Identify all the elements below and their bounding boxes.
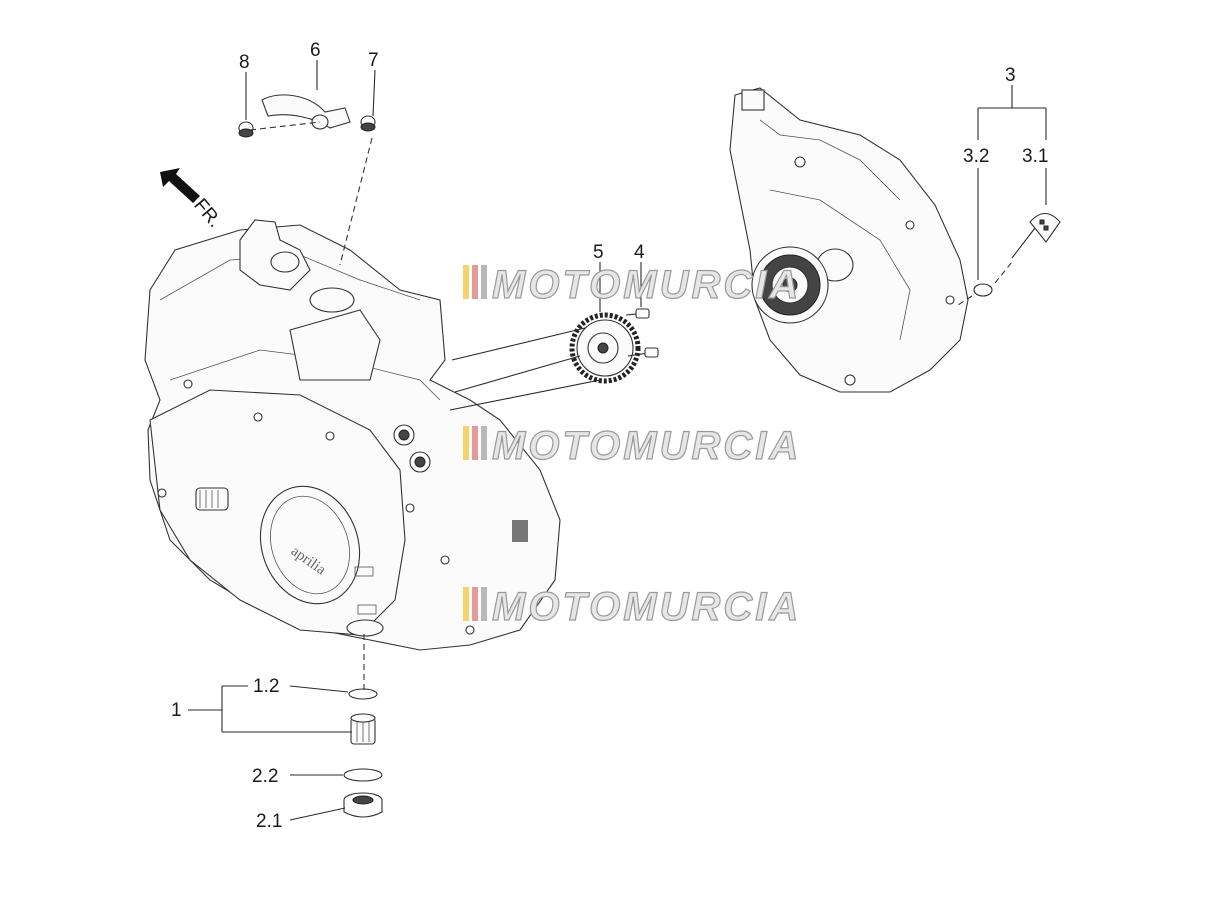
callout-8: 8 <box>239 52 250 73</box>
watermark-text-top: MOTOMURCIA <box>492 263 801 307</box>
watermark-stripe <box>463 587 469 621</box>
callout-6: 6 <box>310 40 321 61</box>
watermark-stripe <box>472 587 478 621</box>
callout-1: 1 <box>171 700 182 721</box>
callout-1-2: 1.2 <box>253 676 279 697</box>
filter-o-ring <box>348 688 378 700</box>
oil-hose <box>261 94 351 130</box>
watermark-text-bottom: MOTOMURCIA <box>492 585 801 629</box>
callout-4: 4 <box>634 242 645 263</box>
drain-plug <box>343 792 383 818</box>
assembly-line-upper <box>451 327 586 361</box>
plug-o-ring <box>343 768 383 782</box>
oil-dipstick <box>1011 212 1061 259</box>
dipstick-dash-engine <box>957 295 973 306</box>
hose-dash-left <box>249 121 321 131</box>
stator <box>751 246 829 324</box>
watermark-stripe <box>463 426 469 460</box>
callout-5: 5 <box>593 242 604 263</box>
watermark-stripe <box>472 426 478 460</box>
crankcase-half <box>729 87 969 393</box>
watermark-stripe <box>472 265 478 299</box>
pump-screw-lower <box>627 347 659 358</box>
watermark-top: MOTOMURCIA <box>463 262 801 308</box>
oil-filter-screen <box>350 713 376 745</box>
callout-3-1: 3.1 <box>1022 146 1048 167</box>
watermark-text-middle: MOTOMURCIA <box>492 424 801 468</box>
callout-3: 3 <box>1005 65 1016 86</box>
callout-3-2: 3.2 <box>963 146 989 167</box>
watermark-stripe <box>481 265 487 299</box>
watermark-stripe <box>481 587 487 621</box>
dipstick-o-ring <box>973 283 993 297</box>
dipstick-dash <box>994 261 1013 284</box>
engine-assembly: aprilia <box>144 219 561 651</box>
leader-lines <box>188 60 1047 821</box>
callout-2-2: 2.2 <box>252 766 278 787</box>
watermark-bottom: MOTOMURCIA <box>463 584 801 630</box>
hose-dash-down <box>339 137 373 266</box>
assembly-line-lower <box>449 379 601 411</box>
watermark-middle: MOTOMURCIA <box>463 423 801 469</box>
assembly-line-middle <box>454 355 581 393</box>
watermark-stripe <box>481 426 487 460</box>
hose-clamp-left <box>238 121 254 138</box>
oil-pump-sprocket <box>569 312 641 384</box>
watermark-stripe <box>463 265 469 299</box>
pump-screw-upper <box>625 308 650 319</box>
hose-clamp-right <box>360 115 376 132</box>
callout-labels: 8 6 7 5 4 3 3.2 3.1 1 1.2 2.2 2.1 <box>171 40 1048 832</box>
front-direction-arrow: FR. <box>160 168 225 232</box>
callout-2-1: 2.1 <box>256 811 282 832</box>
callout-7: 7 <box>368 50 379 71</box>
